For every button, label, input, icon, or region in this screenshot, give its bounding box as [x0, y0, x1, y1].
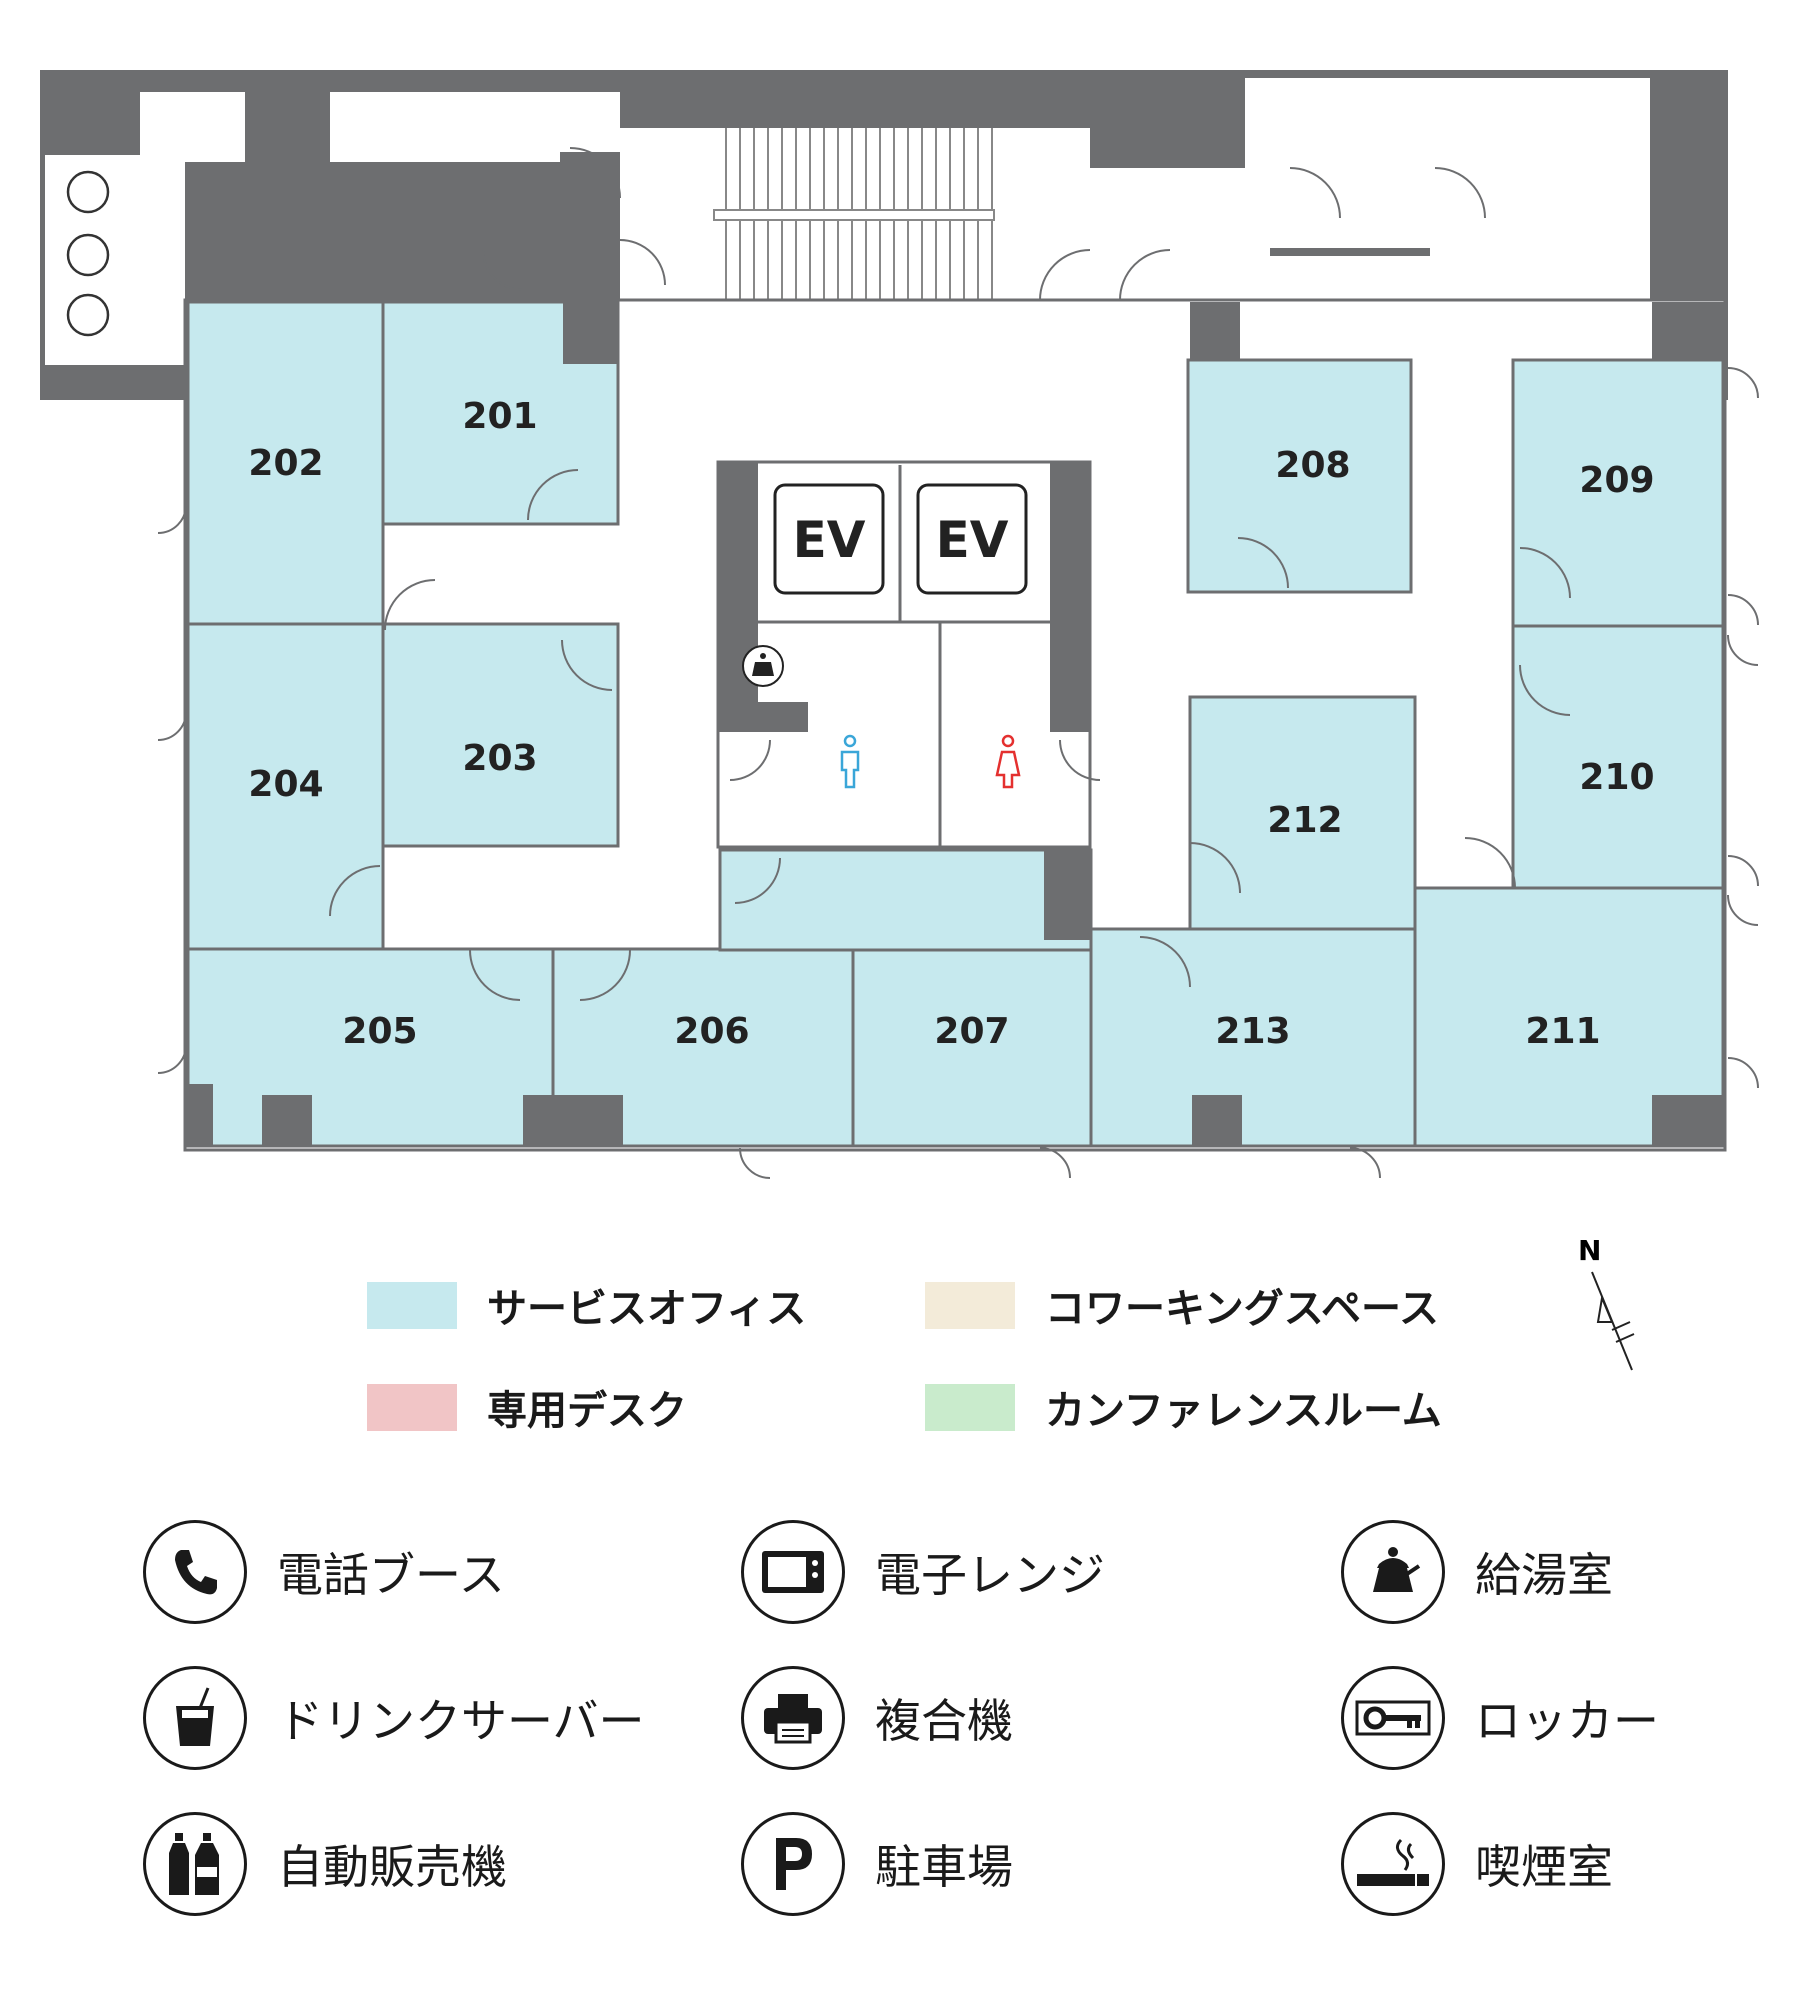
room-210: [1511, 624, 1725, 890]
amenity-label-drink-server: ドリンクサーバー: [277, 1694, 645, 1748]
amenity-label-smoking-room: 喫煙室: [1475, 1840, 1613, 1894]
printer-icon: [741, 1666, 845, 1770]
key-icon: [1341, 1666, 1445, 1770]
structural-columns: [188, 302, 1725, 1146]
amenity-locker: ロッカー: [1341, 1666, 1659, 1770]
legend-swatch-dedicated-desk: [367, 1383, 457, 1431]
north-space: [330, 92, 560, 162]
svg-text:EV: EV: [936, 511, 1009, 569]
men-restroom-icon: [840, 734, 860, 789]
women-restroom-icon: [995, 734, 1021, 789]
svg-text:EV: EV: [793, 511, 866, 569]
room-labels: 201 202 203 204 205 206 207 208 209 210 …: [248, 396, 1654, 1052]
vending-bottles-icon: [143, 1812, 247, 1916]
legend-dedicated-desk: 専用デスク: [367, 1378, 687, 1436]
room-207-upper: [718, 848, 1093, 952]
legend-label-conference: カンファレンスルーム: [1045, 1388, 1442, 1434]
phone-icon: [143, 1520, 247, 1624]
room-label-212: 212: [1267, 800, 1342, 841]
microwave-icon: [741, 1520, 845, 1624]
amenity-drink-server: ドリンクサーバー: [143, 1666, 645, 1770]
legend-swatch-conference: [925, 1383, 1015, 1431]
smoking-icon: [1341, 1812, 1445, 1916]
room-label-210: 210: [1579, 757, 1654, 798]
drink-icon: [143, 1666, 247, 1770]
room-label-201: 201: [462, 396, 537, 437]
amenity-microwave: 電子レンジ: [741, 1520, 1105, 1624]
room-label-208: 208: [1275, 445, 1350, 486]
room-label-202: 202: [248, 443, 323, 484]
terrace-notch: [140, 92, 245, 162]
room-203: [381, 622, 620, 848]
room-label-209: 209: [1579, 460, 1654, 501]
door-swings: [157, 147, 1759, 1179]
amenity-vending-machine: 自動販売機: [143, 1812, 507, 1916]
amenity-parking: 駐車場: [741, 1812, 1013, 1916]
amenity-multifunction-printer: 複合機: [741, 1666, 1013, 1770]
room-label-204: 204: [248, 764, 323, 805]
room-label-213: 213: [1215, 1011, 1290, 1052]
tree-icon: [66, 170, 110, 337]
north-space-2: [560, 92, 620, 152]
floor-plan: EV EV 201 202 203 204 205 206 207: [40, 70, 1759, 1179]
legend-swatch-service-office: [367, 1281, 457, 1329]
amenity-smoking-room: 喫煙室: [1341, 1812, 1613, 1916]
room-label-206: 206: [674, 1011, 749, 1052]
amenity-kitchenette: 給湯室: [1341, 1520, 1613, 1624]
compass: N: [1570, 1230, 1650, 1384]
terrace: [45, 155, 185, 365]
amenity-label-multifunction-printer: 複合機: [875, 1694, 1013, 1748]
kitchenette-kettle-icon: [742, 645, 784, 687]
amenity-label-parking: 駐車場: [875, 1840, 1013, 1894]
legend-conference: カンファレンスルーム: [925, 1378, 1442, 1436]
legend-coworking: コワーキングスペース: [925, 1276, 1439, 1334]
compass-north-label: N: [1578, 1234, 1601, 1267]
column: [1044, 850, 1090, 940]
elevator-2: EV: [916, 483, 1028, 595]
legend-swatch-coworking: [925, 1281, 1015, 1329]
amenity-label-vending-machine: 自動販売機: [277, 1840, 507, 1894]
room-label-211: 211: [1525, 1011, 1600, 1052]
amenity-label-kitchenette: 給湯室: [1475, 1548, 1613, 1602]
parking-icon: [741, 1812, 845, 1916]
room-label-203: 203: [462, 738, 537, 779]
room-label-207: 207: [934, 1011, 1009, 1052]
legend-service-office: サービスオフィス: [367, 1276, 806, 1334]
amenity-label-locker: ロッカー: [1475, 1694, 1659, 1748]
core-wall-kitchen: [718, 702, 808, 732]
room-205: [186, 947, 555, 1148]
room-212: [1188, 695, 1417, 931]
room-label-205: 205: [342, 1011, 417, 1052]
legend-label-coworking: コワーキングスペース: [1045, 1286, 1439, 1332]
room-202: [186, 300, 385, 626]
amenity-phone-booth: 電話ブース: [143, 1520, 505, 1624]
amenity-label-phone-booth: 電話ブース: [277, 1548, 505, 1602]
legend-label-service-office: サービスオフィス: [487, 1286, 807, 1332]
amenity-label-microwave: 電子レンジ: [875, 1548, 1105, 1602]
room-208: [1186, 358, 1413, 594]
elevator-1: EV: [773, 483, 885, 595]
legend-label-dedicated-desk: 専用デスク: [487, 1388, 687, 1434]
room-213: [1089, 927, 1417, 1148]
core-wall-right: [1050, 462, 1090, 732]
kettle-icon: [1341, 1520, 1445, 1624]
staircase: [713, 128, 995, 300]
room-209: [1511, 358, 1725, 628]
